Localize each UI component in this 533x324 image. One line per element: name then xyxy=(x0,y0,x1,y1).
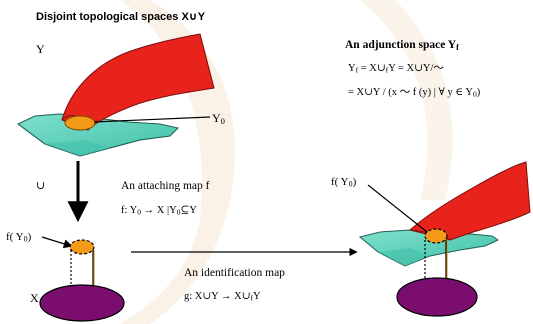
attaching-map-heading: An attaching map f xyxy=(121,180,210,192)
fy0-pointer-line-right xyxy=(367,184,428,233)
space-x-disk-right xyxy=(396,277,478,317)
adjunction-formula-line1: Yf = X∪fY = X∪Y/～ xyxy=(348,63,444,75)
space-y-label: Y xyxy=(36,42,45,56)
red-sheet-top xyxy=(61,33,215,131)
teal-base-top xyxy=(17,113,179,157)
space-x-disk-left xyxy=(39,284,125,322)
identification-map-heading: An identification map xyxy=(184,267,285,279)
pointer-arrow-icon xyxy=(41,236,73,249)
y0-pointer-line xyxy=(93,116,211,123)
fy0-label-right: f( Y0) xyxy=(331,176,357,189)
adjunction-heading: An adjunction space Yf xyxy=(345,39,459,52)
adjunction-formula-line2: = X∪Y / (x ～ f (y) | ∀ y ∈ Y0) xyxy=(348,87,481,99)
space-x-label: X xyxy=(30,291,39,305)
y0-label: Y0 xyxy=(212,111,225,126)
watermark-swoosh-right xyxy=(360,0,453,200)
fy0-label-left: f( Y0) xyxy=(6,231,32,244)
y0-subset-blob xyxy=(64,115,96,131)
diagram-title: Disjoint topological spaces X∪Y xyxy=(36,11,206,23)
attaching-map-formula: f: Y0 → X |Y0⊆Y xyxy=(121,205,197,217)
identification-map-formula: g: X∪Y → X∪fY xyxy=(184,291,261,303)
fy0-blob-left xyxy=(69,239,95,255)
inclusion-symbol: ∪ xyxy=(36,180,46,192)
fy0-blob-right xyxy=(424,228,448,244)
